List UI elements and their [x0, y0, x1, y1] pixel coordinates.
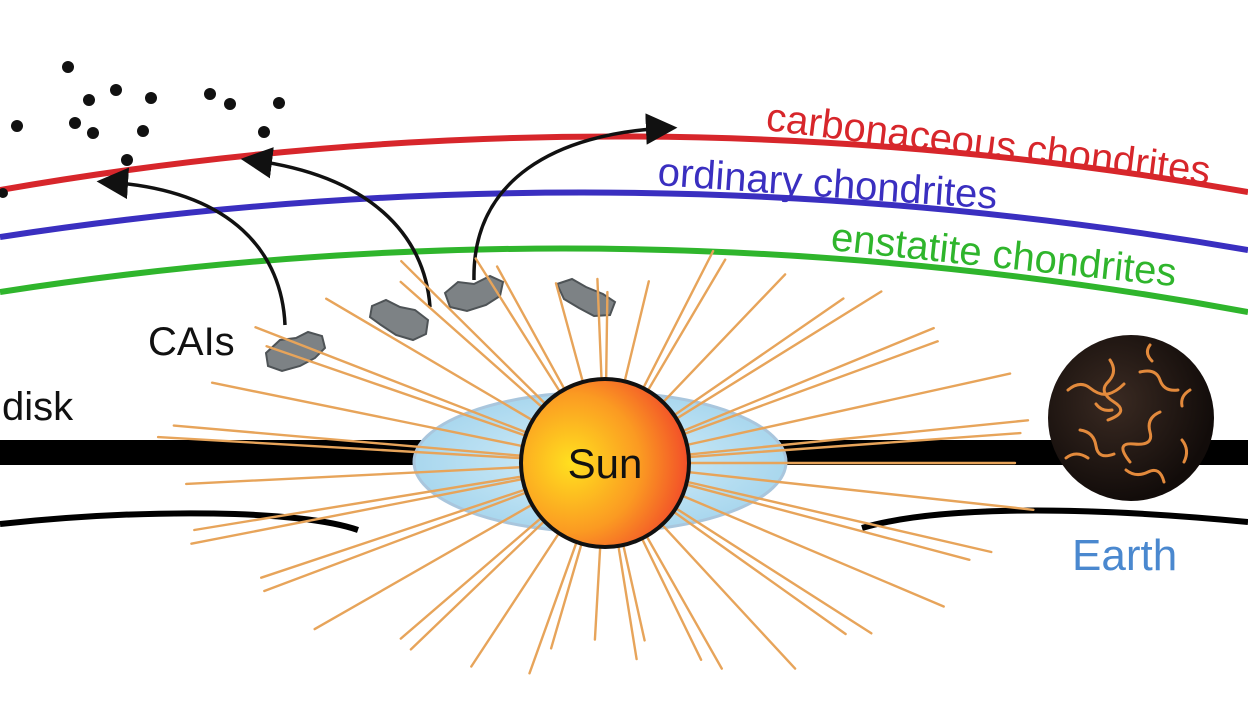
dot-icon	[273, 97, 285, 109]
sun-ray	[648, 273, 787, 418]
sun	[519, 377, 691, 549]
dot-icon	[137, 125, 149, 137]
sun-ray	[637, 258, 727, 407]
curved-arrow-icon	[472, 113, 678, 281]
sun-ray	[474, 257, 573, 412]
sun-ray	[528, 523, 584, 675]
dot-icon	[110, 84, 122, 96]
dot-icon	[11, 120, 23, 132]
disk-label: disk	[2, 385, 74, 429]
sun-ray	[629, 249, 715, 414]
earth-lava-veins	[1064, 343, 1192, 484]
dot-icon	[258, 126, 270, 138]
sun-label: Sun	[568, 440, 643, 487]
sun-ray	[675, 326, 935, 435]
sun-ray	[325, 297, 552, 432]
sun-ray	[659, 501, 847, 636]
dot-icon	[83, 94, 95, 106]
dot-icon	[204, 88, 216, 100]
sun-ray	[495, 265, 578, 413]
sun-ray	[399, 280, 554, 418]
sun-ray	[656, 290, 883, 432]
curved-arrow-icon	[96, 167, 287, 326]
sun-ray	[399, 499, 563, 640]
cai-rocks	[264, 274, 617, 373]
disk-lower-edge-right	[861, 507, 1248, 531]
sun-ray	[193, 475, 526, 532]
rock-icon	[555, 277, 617, 318]
dot-icon	[224, 98, 236, 110]
sun-ray	[263, 487, 539, 593]
dust-particles	[0, 61, 285, 198]
sun-ray	[265, 345, 536, 440]
enstatite-label: enstatite chondrites	[829, 215, 1179, 295]
cais-label: CAIs	[148, 320, 235, 364]
dot-icon	[87, 127, 99, 139]
sun-ray	[400, 260, 559, 418]
ordinary-band	[0, 189, 1248, 253]
rock-icon	[368, 298, 430, 342]
dot-icon	[121, 154, 133, 166]
disk-lower-edge-left	[0, 510, 359, 533]
sun-ray	[184, 465, 527, 486]
sun-ray	[596, 277, 604, 395]
sun-ray	[313, 497, 544, 631]
rock-icon	[443, 274, 505, 313]
sun-ray	[172, 424, 535, 458]
dot-icon	[0, 188, 8, 198]
sun-ray	[190, 475, 539, 545]
dot-icon	[62, 61, 74, 73]
earth	[1048, 335, 1214, 501]
sun-ray	[676, 372, 1012, 449]
sun-ray	[470, 513, 573, 668]
sun-ray	[549, 528, 587, 650]
sun-ray	[675, 419, 1030, 457]
sun-ray	[664, 500, 873, 635]
sun-ray	[663, 486, 945, 608]
sun-ray	[210, 381, 526, 448]
sun-ray	[254, 326, 541, 439]
enstatite-band	[0, 245, 1248, 315]
dot-icon	[145, 92, 157, 104]
sun-ray	[677, 478, 993, 554]
sun-ray	[657, 297, 845, 428]
sun-ray	[409, 503, 563, 651]
sun-ray	[672, 480, 971, 561]
sun-ray	[645, 507, 797, 670]
sun-ray	[633, 522, 703, 661]
planet-icon	[1048, 335, 1214, 501]
dot-icon	[69, 117, 81, 129]
sun-ray	[156, 435, 531, 460]
carbonaceous-band	[0, 133, 1248, 195]
curved-arrow-icon	[240, 147, 432, 308]
earth-label: Earth	[1072, 531, 1177, 580]
sun-ray	[685, 470, 1035, 511]
sun-ray	[689, 431, 1022, 459]
sun-ray	[260, 483, 540, 579]
sun-ray	[632, 511, 723, 670]
rock-icon	[264, 330, 327, 373]
sun-ray	[673, 340, 939, 439]
